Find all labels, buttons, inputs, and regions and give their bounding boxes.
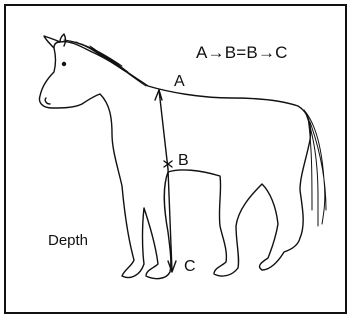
point-label-a: A (174, 73, 185, 91)
nostril-mark (45, 98, 50, 104)
depth-formula: A→B=B→C (196, 43, 288, 63)
arrowhead-a (155, 90, 162, 100)
point-label-b: B (178, 152, 189, 170)
tail-shape (304, 110, 326, 226)
point-label-c: C (184, 258, 196, 276)
caption-depth: Depth (48, 232, 88, 249)
eye-mark (62, 62, 66, 66)
mane-strands (64, 40, 146, 86)
measure-arrow-a-b (159, 90, 168, 169)
